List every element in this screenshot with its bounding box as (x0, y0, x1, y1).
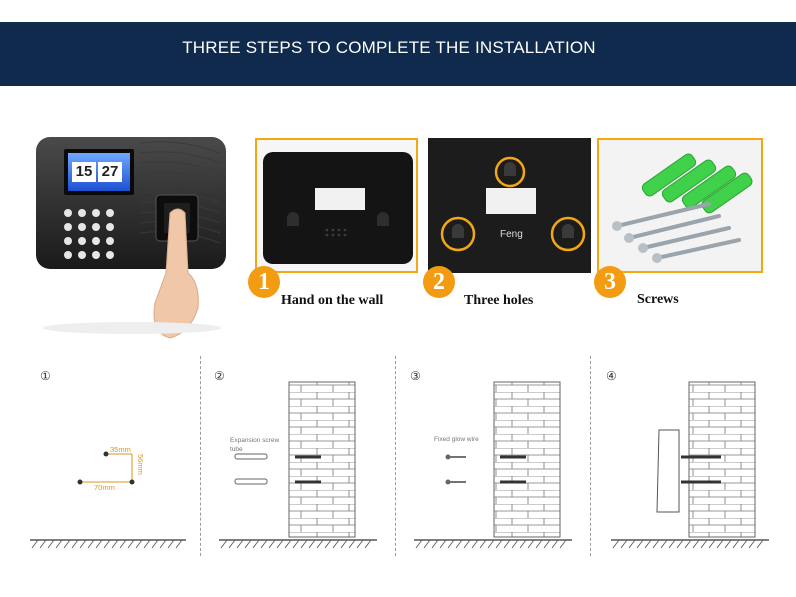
step1-photo (255, 138, 418, 273)
diagram-3-note: Fixed glow wire (434, 436, 479, 443)
diagram-4-number: ④ (606, 369, 617, 383)
separator-2 (395, 356, 396, 556)
screen-minute: 27 (98, 162, 122, 182)
step-1-label: Hand on the wall (281, 293, 384, 308)
header-banner: THREE STEPS TO COMPLETE THE INSTALLATION (0, 22, 796, 86)
diagram-1-drawing (30, 451, 186, 549)
dim-side: 56mm (136, 454, 145, 475)
step-2-label: Three holes (464, 293, 534, 308)
separator-3 (590, 356, 591, 556)
step-3-label: Screws (637, 292, 679, 307)
diagram-2-drawing (219, 381, 377, 549)
separator-1 (200, 356, 201, 556)
step-1-badge: 1 (248, 266, 280, 298)
device-photo: 15 27 (30, 133, 235, 348)
diagram-2-number: ② (214, 369, 225, 383)
page-title: THREE STEPS TO COMPLETE THE INSTALLATION (182, 38, 596, 57)
watermark-text: Feng (500, 229, 523, 240)
diagram-3-drawing (414, 381, 572, 549)
step3-photo (597, 138, 763, 273)
step-3-badge: 3 (594, 266, 626, 298)
step2-photo: Feng (428, 138, 591, 273)
diagram-2-note: Expansion screw tube (230, 437, 280, 453)
screen-hour: 15 (72, 162, 96, 182)
dim-bottom: 70mm (94, 483, 115, 492)
diagram-4-drawing (611, 381, 769, 549)
diagram-3-number: ③ (410, 369, 421, 383)
step-2-badge: 2 (423, 266, 455, 298)
diagram-1-number: ① (40, 369, 51, 383)
dim-top: 35mm (110, 445, 131, 454)
